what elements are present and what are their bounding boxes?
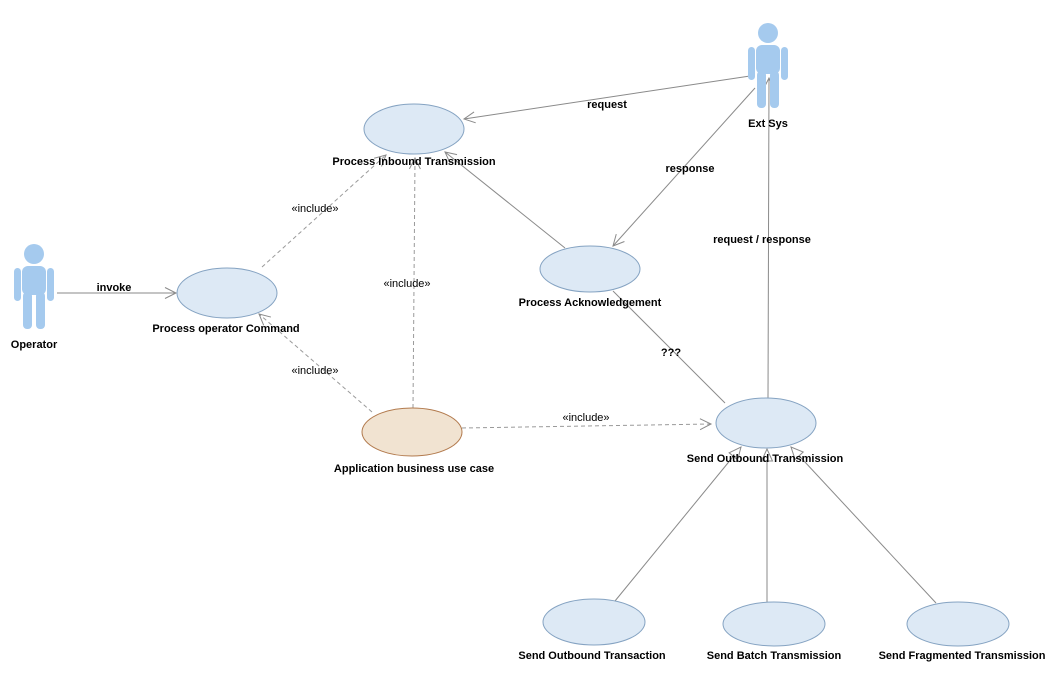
edge-request-response[interactable]: request / response — [713, 76, 811, 400]
edge-include-business-to-inbound-label: «include» — [383, 278, 430, 290]
actor-torso — [22, 266, 46, 295]
edges-layer: invoke request response request / respon… — [57, 75, 937, 604]
actor-ext-sys-label: Ext Sys — [748, 118, 788, 130]
edge-unknown-line[interactable] — [612, 290, 726, 404]
actor-head — [758, 23, 778, 43]
edge-generalization-fragmented[interactable] — [790, 446, 937, 604]
usecase-ellipse[interactable] — [715, 397, 817, 449]
edge-include-business-to-inbound[interactable]: «include» — [383, 156, 431, 409]
usecase-send-outbound-transmission[interactable]: Send Outbound Transmission — [687, 397, 844, 465]
usecase-send-fragmented-transmission[interactable]: Send Fragmented Transmission — [879, 601, 1046, 662]
usecase-send-batch-transmission-label: Send Batch Transmission — [707, 650, 842, 662]
operator-figure-icon[interactable] — [14, 244, 54, 329]
usecase-process-operator-command-label: Process operator Command — [152, 323, 299, 335]
edge-request-label: request — [587, 99, 627, 111]
edge-invoke[interactable]: invoke — [57, 282, 178, 299]
usecase-process-acknowledgement-label: Process Acknowledgement — [519, 297, 662, 309]
actor-right-leg — [770, 71, 779, 108]
edge-include-command-to-inbound-label: «include» — [291, 203, 338, 215]
usecase-send-outbound-transmission-label: Send Outbound Transmission — [687, 453, 844, 465]
usecase-ellipse[interactable] — [363, 103, 465, 155]
edge-include-business-to-outbound-label: «include» — [562, 412, 609, 424]
edge-generalization-fragmented-line[interactable] — [790, 446, 937, 604]
edge-invoke-label: invoke — [97, 282, 132, 294]
edge-include-business-to-command-line[interactable] — [258, 313, 373, 413]
usecase-send-outbound-transaction-label: Send Outbound Transaction — [518, 650, 666, 662]
nodes-layer: Operator Ext Sys Process Inbound Transmi… — [11, 23, 1046, 662]
usecase-send-outbound-transaction[interactable]: Send Outbound Transaction — [518, 598, 666, 662]
edge-unknown-label: ??? — [661, 347, 681, 359]
usecase-ellipse[interactable] — [542, 598, 646, 646]
edge-include-command-to-inbound[interactable]: «include» — [261, 154, 387, 268]
usecase-ellipse[interactable] — [176, 267, 278, 319]
edge-include-business-to-outbound[interactable]: «include» — [461, 412, 713, 431]
actor-torso — [756, 45, 780, 74]
actor-head — [24, 244, 44, 264]
edge-acknowledgement-to-inbound[interactable] — [444, 151, 566, 249]
usecase-ellipse[interactable] — [539, 245, 641, 293]
actor-left-arm — [748, 47, 755, 80]
edge-include-business-to-command[interactable]: «include» — [258, 313, 373, 413]
actor-right-leg — [36, 292, 45, 329]
usecase-send-batch-transmission[interactable]: Send Batch Transmission — [707, 601, 842, 662]
actor-left-arm — [14, 268, 21, 301]
actor-operator-label: Operator — [11, 339, 58, 351]
edge-unknown[interactable]: ??? — [612, 290, 726, 404]
usecase-process-operator-command[interactable]: Process operator Command — [152, 267, 300, 335]
edge-acknowledgement-to-inbound-line[interactable] — [444, 151, 566, 249]
edge-request-response-label: request / response — [713, 234, 811, 246]
usecase-send-fragmented-transmission-label: Send Fragmented Transmission — [879, 650, 1046, 662]
edge-request-line[interactable] — [462, 75, 751, 124]
usecase-process-inbound-transmission-label: Process Inbound Transmission — [332, 156, 495, 168]
edge-include-business-to-outbound-line[interactable] — [461, 418, 713, 431]
usecase-process-acknowledgement[interactable]: Process Acknowledgement — [519, 245, 662, 309]
usecase-application-business-use-case[interactable]: Application business use case — [334, 407, 494, 475]
edge-response-line[interactable] — [612, 87, 756, 247]
actor-left-leg — [23, 292, 32, 329]
usecase-ellipse[interactable] — [722, 601, 826, 647]
usecase-ellipse[interactable] — [906, 601, 1010, 647]
actor-right-arm — [47, 268, 54, 301]
edge-request[interactable]: request — [462, 75, 751, 124]
edge-include-business-to-command-label: «include» — [291, 365, 338, 377]
usecase-application-business-use-case-label: Application business use case — [334, 463, 494, 475]
edge-response-label: response — [666, 163, 715, 175]
actor-right-arm — [781, 47, 788, 80]
edge-generalization-transaction-line[interactable] — [614, 446, 742, 602]
edge-request-response-line[interactable] — [763, 76, 775, 400]
actor-operator[interactable]: Operator — [11, 244, 58, 351]
actor-ext-sys[interactable]: Ext Sys — [748, 23, 788, 130]
actor-left-leg — [757, 71, 766, 108]
usecase-ellipse[interactable] — [361, 407, 463, 457]
edge-response[interactable]: response — [612, 87, 756, 247]
usecase-process-inbound-transmission[interactable]: Process Inbound Transmission — [332, 103, 496, 168]
ext-sys-figure-icon[interactable] — [748, 23, 788, 108]
edge-generalization-transaction[interactable] — [614, 446, 742, 602]
